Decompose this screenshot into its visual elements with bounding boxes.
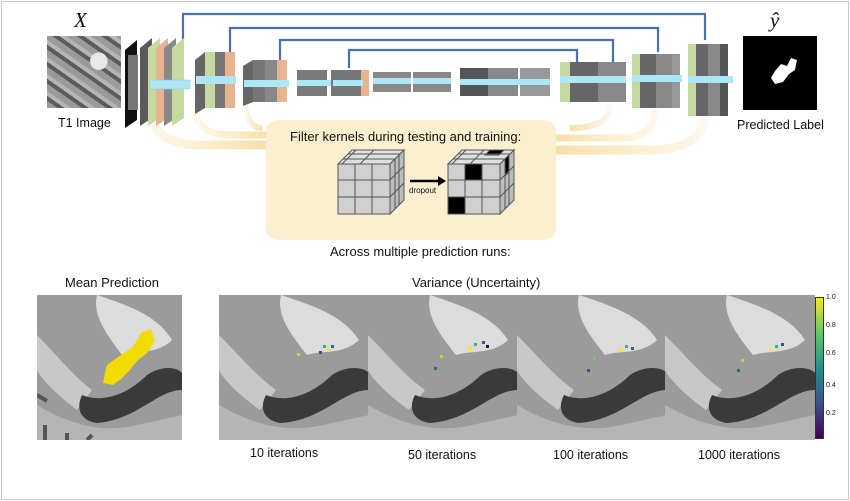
skip-connections bbox=[181, 12, 707, 68]
mean-mask bbox=[103, 329, 155, 385]
variance-panel-100 bbox=[517, 295, 667, 440]
panel-title: Filter kernels during testing and traini… bbox=[290, 129, 522, 144]
dropout-arrow bbox=[410, 176, 446, 186]
colorbar-tick: 0.2 bbox=[826, 410, 836, 417]
variance-caption-1000: 1000 iterations bbox=[698, 448, 781, 462]
output-caption: Predicted Label bbox=[737, 118, 824, 132]
input-symbol: X bbox=[74, 8, 87, 32]
input-t1-image bbox=[47, 36, 121, 108]
mean-prediction-image bbox=[37, 295, 182, 440]
colorbar-tick: 0.8 bbox=[826, 322, 836, 329]
variance-title: Variance (Uncertainty) bbox=[412, 275, 541, 290]
variance-dots-1000 bbox=[737, 343, 784, 372]
variance-caption-50: 50 iterations bbox=[408, 448, 477, 462]
encoder-blocks bbox=[195, 52, 451, 114]
variance-dots-50 bbox=[434, 341, 489, 370]
dropout-label: dropout bbox=[409, 186, 437, 195]
variance-mri-1000 bbox=[665, 295, 815, 440]
variance-panel-50 bbox=[368, 295, 518, 440]
colorbar bbox=[815, 297, 824, 439]
mean-title: Mean Prediction bbox=[65, 275, 159, 290]
kernel-cubes bbox=[336, 148, 516, 216]
output-symbol: ŷ bbox=[770, 8, 780, 32]
variance-caption-100: 100 iterations bbox=[553, 448, 629, 462]
variance-mri-50 bbox=[368, 295, 518, 440]
variance-dots-10 bbox=[297, 345, 334, 356]
variance-dots-100 bbox=[587, 345, 634, 372]
variance-panel-10 bbox=[219, 295, 369, 440]
unet-diagram bbox=[125, 12, 733, 155]
kernel-cube-dropped bbox=[446, 148, 516, 216]
variance-panel-1000 bbox=[665, 295, 815, 440]
mean-mri-slice bbox=[37, 295, 182, 440]
colorbar-tick: 0.4 bbox=[826, 382, 836, 389]
input-caption: T1 Image bbox=[58, 116, 111, 130]
variance-mri-100 bbox=[517, 295, 667, 440]
variance-caption-10: 10 iterations bbox=[250, 446, 319, 460]
colorbar-tick: 0.6 bbox=[826, 350, 836, 357]
kernel-cube-full bbox=[336, 148, 406, 216]
label-mask-shape bbox=[771, 58, 797, 84]
variance-mri-10 bbox=[219, 295, 369, 440]
predicted-label-image bbox=[743, 36, 817, 110]
colorbar-tick: 1.0 bbox=[826, 294, 836, 301]
decoder-blocks bbox=[460, 44, 733, 116]
runs-caption: Across multiple prediction runs: bbox=[330, 244, 511, 259]
input-volume bbox=[125, 38, 191, 128]
